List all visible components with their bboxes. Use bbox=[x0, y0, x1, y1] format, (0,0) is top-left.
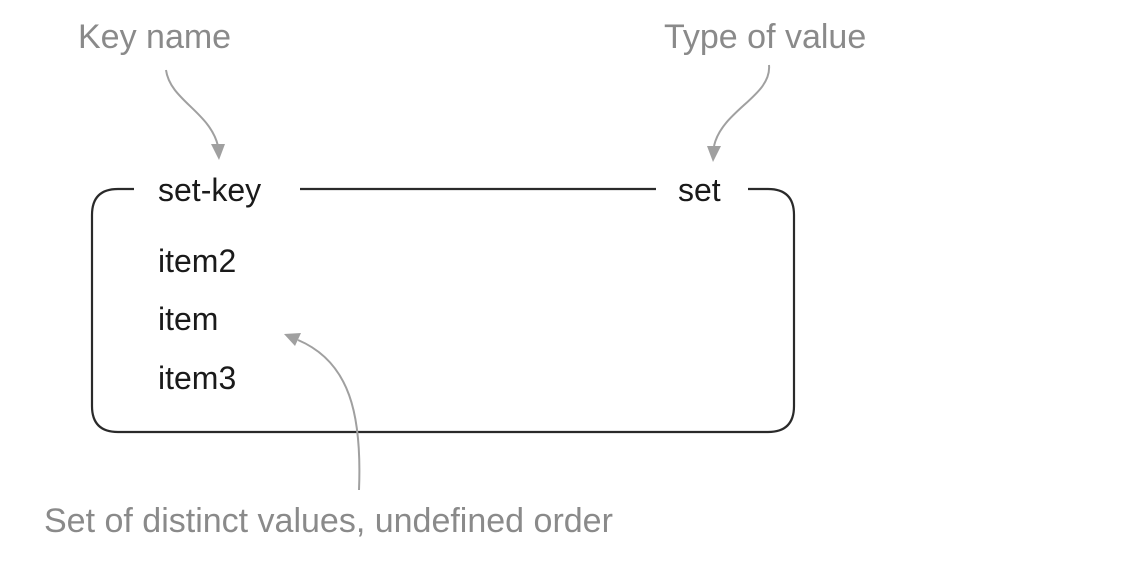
set-key-label: set-key bbox=[158, 172, 261, 208]
set-description-arrow bbox=[297, 339, 361, 491]
set-type-label: set bbox=[678, 172, 721, 208]
set-description-annotation: Set of distinct values, undefined order bbox=[44, 502, 613, 540]
set-item: item2 bbox=[158, 243, 236, 279]
key-name-arrow-head bbox=[211, 144, 225, 160]
key-name-annotation: Key name bbox=[78, 18, 231, 56]
key-name-arrow bbox=[165, 69, 219, 147]
set-item: item bbox=[158, 301, 218, 337]
set-box-border bbox=[90, 187, 796, 434]
type-of-value-arrow-head bbox=[707, 146, 721, 162]
set-item: item3 bbox=[158, 360, 236, 396]
type-of-value-arrow bbox=[713, 64, 771, 147]
set-description-arrow-head bbox=[284, 333, 301, 346]
type-of-value-annotation: Type of value bbox=[664, 18, 866, 56]
